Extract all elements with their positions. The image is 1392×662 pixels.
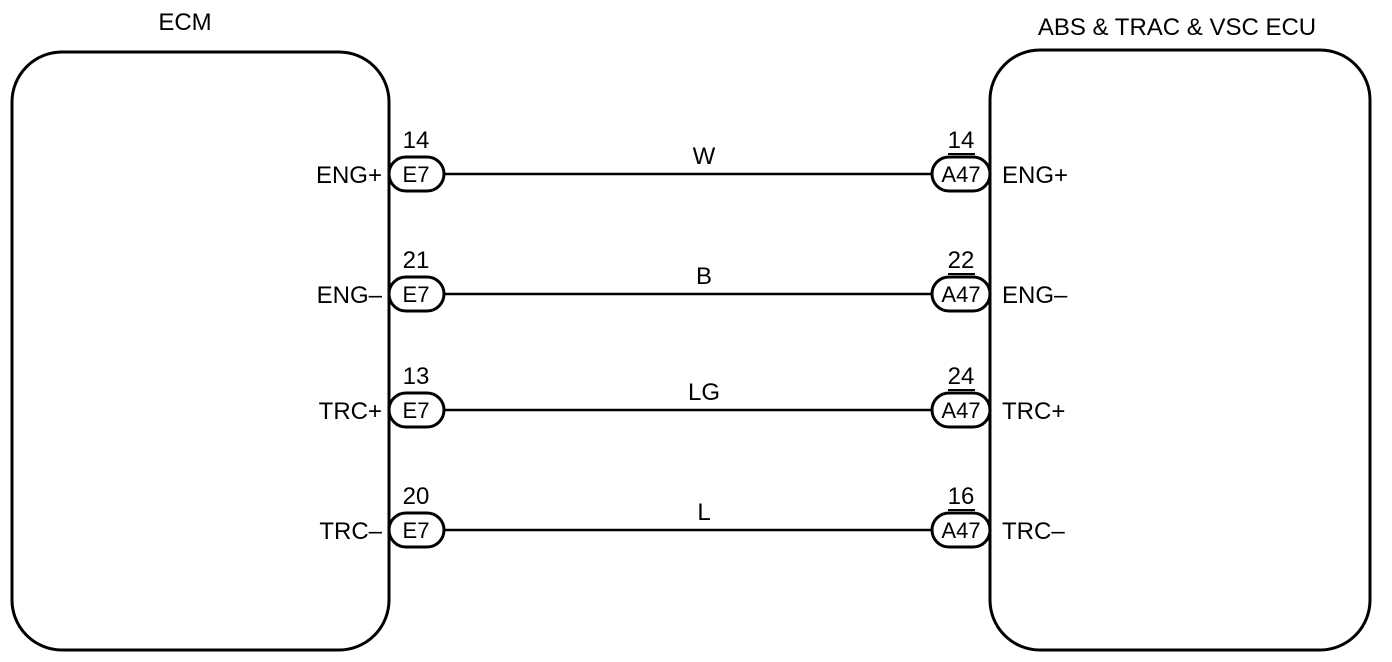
right-signal-label: ENG+ xyxy=(1002,162,1068,189)
left-signal-label: TRC+ xyxy=(319,398,382,425)
abs-ecu-title: ABS & TRAC & VSC ECU xyxy=(1038,14,1316,41)
left-connector-label: E7 xyxy=(403,162,430,187)
right-pin-number: 14 xyxy=(948,127,975,154)
left-pin-number: 13 xyxy=(403,363,430,390)
right-pin-number: 22 xyxy=(948,247,975,274)
right-signal-label: TRC– xyxy=(1002,518,1065,545)
wire-color-label: L xyxy=(697,499,710,526)
left-connector xyxy=(387,275,446,313)
left-pin-number: 21 xyxy=(403,247,430,274)
abs-ecu-box xyxy=(988,48,1372,652)
left-connector xyxy=(387,391,446,429)
right-connector xyxy=(930,391,992,429)
left-connector-label: E7 xyxy=(403,398,430,423)
left-connector-label: E7 xyxy=(403,518,430,543)
ecm-box xyxy=(10,50,391,652)
right-pin-number: 24 xyxy=(948,363,975,390)
left-pin-number: 20 xyxy=(403,483,430,510)
left-signal-label: ENG– xyxy=(317,282,383,309)
right-connector-label: A47 xyxy=(941,282,980,307)
right-connector xyxy=(930,511,992,549)
right-signal-label: TRC+ xyxy=(1002,398,1065,425)
left-connector xyxy=(387,511,446,549)
right-connector-label: A47 xyxy=(941,518,980,543)
wire-color-label: LG xyxy=(688,379,720,406)
left-signal-label: TRC– xyxy=(319,518,382,545)
wire-color-label: B xyxy=(696,263,712,290)
left-connector xyxy=(387,155,446,193)
left-pin-number: 14 xyxy=(403,127,430,154)
ecm-title: ECM xyxy=(158,9,211,36)
right-connector xyxy=(930,155,992,193)
right-connector-label: A47 xyxy=(941,398,980,423)
right-connector-label: A47 xyxy=(941,162,980,187)
left-signal-label: ENG+ xyxy=(316,162,382,189)
right-connector xyxy=(930,275,992,313)
right-signal-label: ENG– xyxy=(1002,282,1068,309)
left-connector-label: E7 xyxy=(403,282,430,307)
right-pin-number: 16 xyxy=(948,483,975,510)
wire-color-label: W xyxy=(693,143,716,170)
